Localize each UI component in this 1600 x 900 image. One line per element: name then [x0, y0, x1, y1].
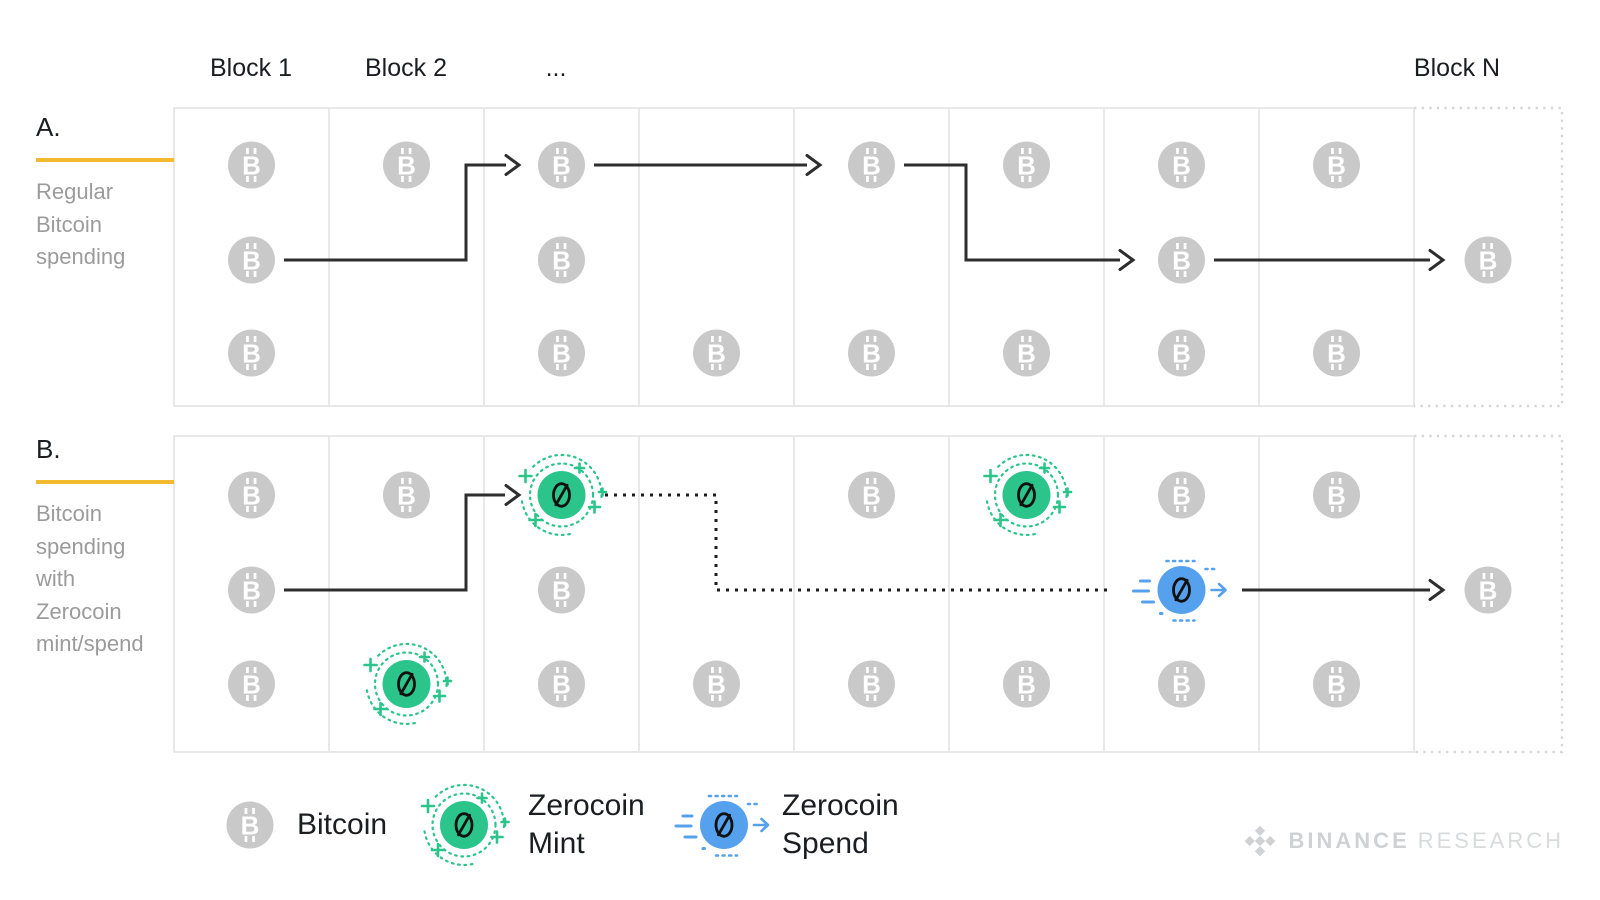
- arrowhead-icon: [1118, 249, 1136, 271]
- bitcoin-coin-icon: [1158, 471, 1205, 519]
- bitcoin-coin-icon: [1158, 660, 1205, 708]
- bitcoin-coin-icon: [228, 566, 275, 614]
- binance-diamond-icon: [1244, 825, 1275, 857]
- block-n-dotted-border: [1414, 434, 1564, 754]
- bitcoin-coin-icon: [538, 236, 585, 284]
- panel-b-yellow-rule: [36, 480, 174, 484]
- zerocoin-link-dotted: [605, 493, 1110, 592]
- block-label: ...: [545, 54, 567, 82]
- bitcoin-coin-icon: [228, 471, 275, 519]
- bitcoin-coin-icon: [1003, 141, 1050, 189]
- panel-a-description: Regular Bitcoin spending: [36, 179, 126, 269]
- bitcoin-coin-icon: [1003, 660, 1050, 708]
- panel-a-side-label: A. Regular Bitcoin spending: [36, 112, 178, 274]
- bitcoin-coin-icon: [228, 660, 275, 708]
- bitcoin-coin-icon: [226, 801, 274, 849]
- spend-arrow-line: [284, 163, 506, 262]
- legend-label: Zerocoin Mint: [528, 789, 645, 860]
- bitcoin-coin-icon: [538, 566, 585, 614]
- arrowhead-icon: [504, 484, 522, 506]
- logo-brand-text: BINANCE: [1288, 828, 1410, 853]
- arrowhead-icon: [805, 154, 823, 176]
- legend-label: Zerocoin Spend: [782, 789, 899, 860]
- bitcoin-coin-icon: [383, 471, 430, 519]
- spend-arrow-line: [904, 163, 1120, 262]
- panel-a-title: A.: [36, 112, 61, 142]
- zerocoin-mint-icon: [420, 783, 510, 867]
- zerocoin-spend-icon: [674, 794, 770, 857]
- bitcoin-coin-icon: [1464, 236, 1512, 284]
- bitcoin-coin-icon: [848, 329, 895, 377]
- bitcoin-coin-icon: [1464, 566, 1512, 614]
- bitcoin-coin-icon: [1158, 236, 1205, 284]
- zerocoin-mint-icon: [363, 642, 453, 726]
- bitcoin-coin-icon: [848, 141, 895, 189]
- spend-arrow-line: [284, 493, 505, 592]
- bitcoin-coin-icon: [1158, 141, 1205, 189]
- bitcoin-coin-icon: [383, 141, 430, 189]
- bitcoin-coin-icon: [538, 329, 585, 377]
- bitcoin-coin-icon: [1313, 141, 1360, 189]
- bitcoin-coin-icon: [1158, 329, 1205, 377]
- arrowhead-icon: [504, 154, 522, 176]
- bitcoin-coin-icon: [848, 660, 895, 708]
- zerocoin-spend-icon: [1132, 559, 1227, 622]
- block-label: Block 1: [210, 54, 292, 82]
- arrowhead-icon: [1428, 579, 1446, 601]
- bitcoin-coin-icon: [1313, 471, 1360, 519]
- bitcoin-coin-icon: [228, 236, 275, 284]
- bitcoin-coin-icon: [693, 660, 740, 708]
- arrowhead-icon: [1428, 249, 1446, 271]
- panel-b-title: B.: [36, 434, 61, 464]
- panel-b-description: Bitcoin spending with Zerocoin mint/spen…: [36, 501, 144, 656]
- logo-suffix-text: RESEARCH: [1417, 828, 1564, 853]
- block-label: Block 2: [365, 54, 447, 82]
- panel-b-side-label: B. Bitcoin spending with Zerocoin mint/s…: [36, 434, 178, 661]
- bitcoin-coin-icon: [538, 141, 585, 189]
- zerocoin-mint-icon: [983, 453, 1073, 537]
- bitcoin-coin-icon: [848, 471, 895, 519]
- block-label: Block N: [1413, 54, 1501, 82]
- bitcoin-coin-icon: [693, 329, 740, 377]
- bitcoin-coin-icon: [1313, 329, 1360, 377]
- panel-a: [173, 106, 1564, 408]
- zerocoin-mint-icon: [518, 453, 608, 537]
- bitcoin-coin-icon: [228, 141, 275, 189]
- bitcoin-coin-icon: [538, 660, 585, 708]
- bitcoin-coin-icon: [1003, 329, 1050, 377]
- panel-a-yellow-rule: [36, 158, 174, 162]
- bitcoin-coin-icon: [1313, 660, 1360, 708]
- binance-research-logo: BINANCE RESEARCH: [1241, 818, 1564, 864]
- legend-label: Bitcoin: [297, 808, 388, 841]
- block-n-dotted-border: [1414, 106, 1564, 408]
- bitcoin-coin-icon: [228, 329, 275, 377]
- panel-b: [173, 434, 1564, 754]
